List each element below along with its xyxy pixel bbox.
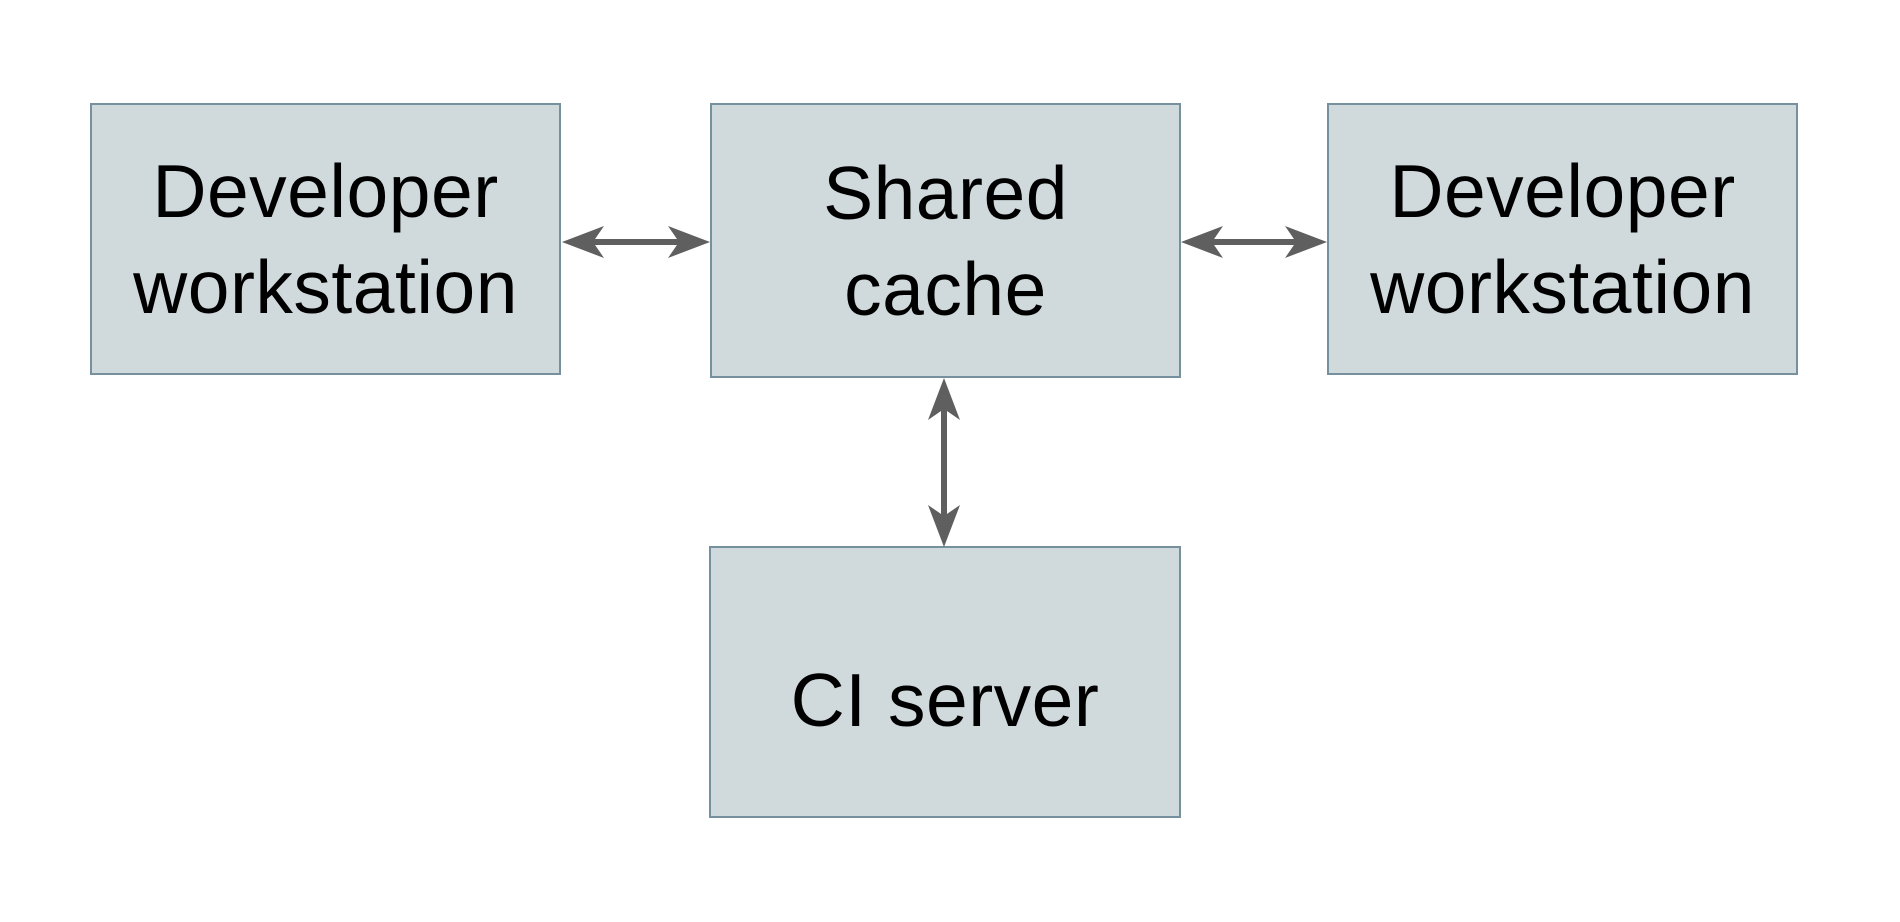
node-label-line: cache (844, 246, 1047, 331)
node-label-line: workstation (133, 245, 518, 329)
node-label-line: Developer (152, 149, 499, 233)
node-label-line: workstation (1370, 245, 1755, 329)
node-developer-workstation-right: Developer workstation (1327, 103, 1798, 375)
node-label-line: Shared (823, 150, 1068, 235)
bidirectional-arrow-icon-sharedcache-devright (1181, 226, 1327, 258)
node-developer-workstation-left: Developer workstation (90, 103, 561, 375)
node-label-line: CI server (790, 658, 1100, 742)
bidirectional-arrow-icon-sharedcache-ciserver (928, 378, 960, 547)
bidirectional-arrow-icon-devleft-sharedcache (562, 226, 710, 258)
node-label-line: Developer (1389, 149, 1736, 233)
node-ci-server: CI server (709, 546, 1181, 818)
node-shared-cache: Shared cache (710, 103, 1181, 378)
